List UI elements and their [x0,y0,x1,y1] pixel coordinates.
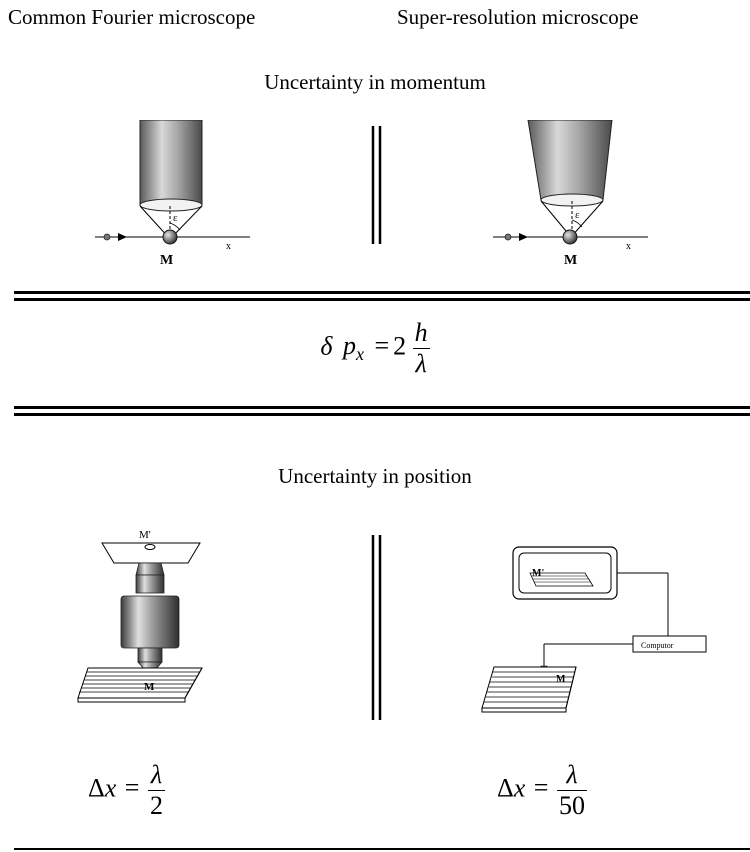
fourier-angle-label: ε [173,212,178,224]
fourier-axis-label: x [226,241,231,252]
fraction-numerator: h [414,318,428,347]
momentum-variable: p [342,331,356,361]
position-section-title: Uncertainty in position [278,464,472,488]
fraction-denominator: λ [412,348,430,379]
momentum-subscript: x [355,344,364,365]
superres-sample-label: M [556,674,566,685]
superres-position-formula: Δx = λ 50 [497,760,587,821]
left-delta-symbol: Δ [88,773,105,803]
microscope-body [120,562,180,677]
formula-rule-top-1 [14,291,750,294]
bottom-rule [14,848,750,850]
left-position-variable: x [104,773,117,803]
left-fraction-denominator: 2 [147,790,165,820]
computer-box [632,635,707,653]
equals-sign: = [374,331,390,361]
momentum-divider [371,126,382,244]
formula-rule-bottom-2 [14,413,750,416]
formula-rule-bottom-1 [14,406,750,409]
connection-cables [543,572,669,666]
delta-symbol: δ [320,331,333,361]
formula-rule-top-2 [14,298,750,301]
right-column-heading: Super-resolution microscope [397,5,639,29]
right-equals-sign: = [533,773,549,803]
fourier-objective-cylinder [139,120,203,212]
fourier-object-label: M [160,253,173,268]
fourier-image-label: M' [139,529,151,541]
computer-label: Computor [641,641,674,650]
left-equals-sign: = [124,773,140,803]
superres-angle-label: ε [575,209,580,221]
fourier-sample-stage [77,667,203,703]
momentum-section-title: Uncertainty in momentum [264,70,486,94]
image-plane [101,542,201,564]
superres-sample-stage [481,666,577,713]
superres-objective-cone [527,120,613,207]
superres-object-label: M [564,253,577,268]
superres-axis-label: x [626,241,631,252]
fourier-position-formula: Δx = λ 2 [88,760,165,821]
monitor-image-label: M' [532,568,544,579]
right-fraction-denominator: 50 [556,790,587,820]
right-position-variable: x [513,773,526,803]
superres-object-particle [562,229,578,245]
right-fraction-numerator: λ [566,760,578,789]
fourier-object-particle [162,229,178,245]
image-spot [144,544,156,550]
position-diagrams: M' M M' Computor [77,529,707,720]
monitor [512,546,618,600]
fourier-sample-label: M [144,681,155,693]
left-column-heading: Common Fourier microscope [8,5,256,29]
coefficient: 2 [393,331,407,361]
right-delta-symbol: Δ [497,773,514,803]
position-divider [371,535,382,720]
momentum-uncertainty-formula: δ px =2 h λ [0,318,750,379]
momentum-diagrams: ε x M ε x M [95,120,648,268]
left-fraction-numerator: λ [150,760,163,789]
